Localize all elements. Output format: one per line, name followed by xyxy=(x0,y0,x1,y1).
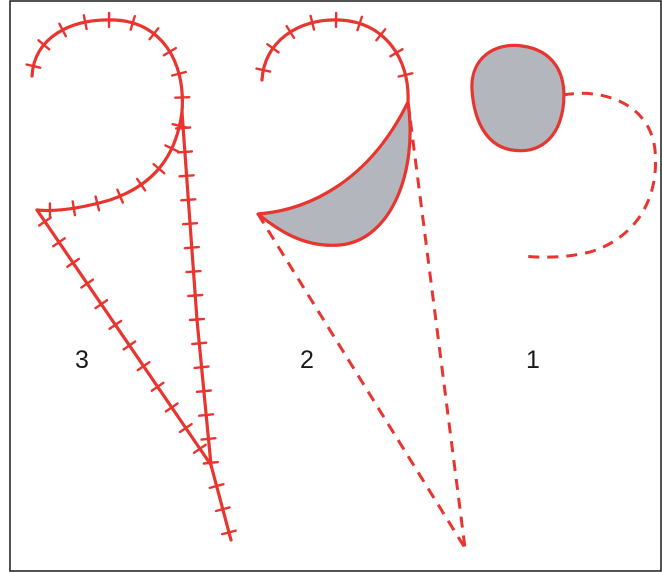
panel-1-label: 1 xyxy=(526,346,540,374)
suture-stitch xyxy=(192,343,206,344)
suture-stitch xyxy=(187,271,201,272)
suture-stitch xyxy=(195,367,209,368)
suture-stitch xyxy=(197,391,211,392)
suture-stitch xyxy=(190,319,204,320)
suture-stitch xyxy=(178,151,192,152)
panel-2-label: 2 xyxy=(300,346,314,374)
suture-stitch xyxy=(188,295,202,296)
suture-stitch xyxy=(183,223,197,224)
suture-stitch xyxy=(202,438,216,439)
suture-stitch xyxy=(176,128,190,129)
panel-1-round-defect xyxy=(472,45,564,150)
panel-3-label: 3 xyxy=(75,346,89,374)
suture-stitch xyxy=(185,247,199,248)
suture-stitch xyxy=(175,97,189,98)
suture-stitch xyxy=(199,414,213,415)
suture-stitch xyxy=(204,462,218,463)
suture-stitch xyxy=(181,199,195,200)
suture-stitch xyxy=(180,175,194,176)
